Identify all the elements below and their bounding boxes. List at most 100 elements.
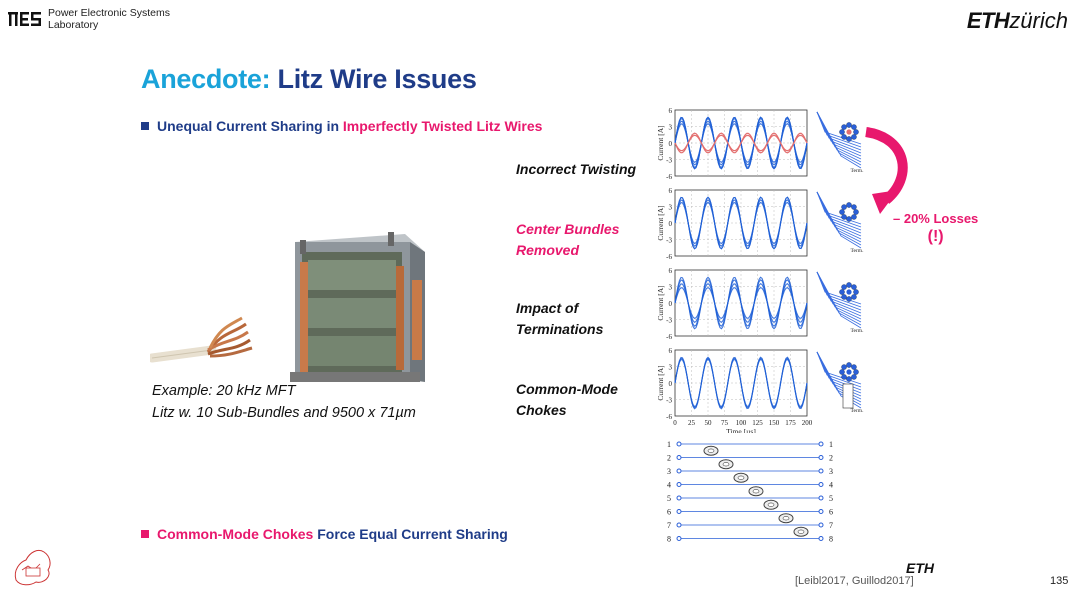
sub-bundle-icon bbox=[841, 294, 847, 300]
y-tick-label: -6 bbox=[666, 413, 672, 421]
terminal-icon bbox=[818, 468, 824, 474]
lab-name-line1: Power Electronic Systems bbox=[48, 7, 170, 19]
sub-bundle-icon bbox=[839, 129, 845, 135]
y-tick-label: -6 bbox=[666, 253, 672, 261]
choke-output-number: 7 bbox=[829, 521, 833, 530]
terminal-icon bbox=[818, 536, 824, 541]
sub-bundle-icon bbox=[839, 369, 845, 375]
x-tick-label: 125 bbox=[752, 419, 763, 427]
europe-map-logo-icon bbox=[14, 549, 51, 586]
y-tick-label: -6 bbox=[666, 333, 672, 341]
y-axis-label: Current [A] bbox=[656, 285, 665, 320]
terminal-icon bbox=[676, 441, 682, 447]
center-bundle-icon bbox=[846, 129, 852, 135]
sub-bundle-icon bbox=[851, 214, 857, 220]
losses-exclamation: (!) bbox=[927, 228, 944, 245]
losses-text: – 20% Losses bbox=[893, 211, 979, 226]
terminal-icon bbox=[676, 509, 682, 514]
choke-input-number: 5 bbox=[667, 494, 671, 503]
choke-core-hole bbox=[707, 448, 715, 453]
terminal-icon bbox=[818, 482, 824, 487]
termination-label: Term. bbox=[851, 408, 865, 414]
bullet-unequal-sharing: Unequal Current Sharing in Imperfectly T… bbox=[141, 118, 542, 134]
sub-bundle-icon bbox=[841, 134, 847, 140]
label-center-bundles-2: Removed bbox=[516, 242, 580, 258]
y-tick-label: 0 bbox=[669, 220, 673, 228]
y-tick-label: -3 bbox=[666, 317, 672, 325]
y-tick-label: 6 bbox=[669, 267, 673, 275]
title-main: Litz Wire Issues bbox=[277, 64, 477, 94]
y-tick-label: -6 bbox=[666, 173, 672, 181]
sub-bundle-icon bbox=[846, 216, 852, 222]
y-tick-label: 6 bbox=[669, 187, 673, 195]
sub-bundle-icon bbox=[839, 209, 845, 215]
bullet-square-icon bbox=[141, 122, 149, 130]
sub-bundle-icon bbox=[841, 204, 847, 210]
choke-output-number: 2 bbox=[829, 454, 833, 463]
y-tick-label: 6 bbox=[669, 108, 673, 115]
sub-bundle-icon bbox=[851, 364, 857, 370]
termination-label: Term. bbox=[851, 328, 865, 334]
slide-title: Anecdote: Litz Wire Issues bbox=[141, 64, 477, 95]
choke-core-hole bbox=[722, 462, 730, 467]
current-wave-red bbox=[674, 132, 808, 154]
y-tick-label: 3 bbox=[669, 204, 673, 212]
eth-logo-rest: zürich bbox=[1009, 8, 1068, 33]
x-axis-label: Time [µs] bbox=[726, 427, 756, 433]
choke-block-icon bbox=[842, 383, 854, 409]
sub-bundle-icon bbox=[841, 124, 847, 130]
pes-logo-icon bbox=[8, 12, 41, 26]
choke-input-number: 6 bbox=[667, 508, 671, 517]
y-tick-label: 3 bbox=[669, 284, 673, 292]
current-wave-blue bbox=[674, 356, 808, 410]
choke-input-number: 3 bbox=[667, 467, 671, 476]
sub-bundle-icon bbox=[841, 284, 847, 290]
center-bundle-icon bbox=[846, 289, 852, 295]
x-tick-label: 175 bbox=[785, 419, 796, 427]
sub-bundle-icon bbox=[851, 284, 857, 290]
footer-eth-logo: ETH bbox=[906, 560, 934, 576]
label-terminations: Impact of Terminations bbox=[516, 298, 603, 340]
sub-bundle-icon bbox=[853, 369, 859, 375]
sub-bundle-icon bbox=[841, 374, 847, 380]
sub-bundle-icon bbox=[841, 364, 847, 370]
eth-zurich-logo: ETHzürich bbox=[967, 8, 1068, 34]
bullet2-highlight: Common-Mode Chokes bbox=[157, 526, 314, 542]
mft-transformer-icon bbox=[290, 232, 425, 382]
terminal-icon bbox=[818, 441, 824, 447]
y-tick-label: 3 bbox=[669, 364, 673, 372]
y-tick-label: -3 bbox=[666, 237, 672, 245]
sub-bundle-icon bbox=[853, 209, 859, 215]
x-tick-label: 0 bbox=[673, 419, 677, 427]
choke-output-number: 8 bbox=[829, 535, 833, 544]
sub-bundle-icon bbox=[851, 204, 857, 210]
terminal-icon bbox=[676, 536, 682, 541]
transformer-image bbox=[150, 232, 425, 382]
eth-logo-bold: ETH bbox=[966, 8, 1010, 33]
litz-strand-line bbox=[816, 271, 862, 329]
terminal-icon bbox=[676, 455, 682, 460]
termination-label: Term. bbox=[851, 168, 865, 174]
sub-bundle-icon bbox=[851, 374, 857, 380]
lab-name: Power Electronic Systems Laboratory bbox=[48, 7, 170, 31]
terminal-icon bbox=[818, 509, 824, 514]
label-common-mode: Common-Mode Chokes bbox=[516, 379, 618, 421]
choke-input-number: 2 bbox=[667, 454, 671, 463]
termination-label: Term. bbox=[851, 248, 865, 254]
sub-bundle-icon bbox=[841, 214, 847, 220]
choke-input-number: 1 bbox=[667, 440, 671, 449]
sub-bundle-icon bbox=[846, 282, 852, 288]
page-number: 135 bbox=[1050, 575, 1069, 587]
label-terminations-1: Impact of bbox=[516, 300, 579, 316]
choke-core-hole bbox=[752, 489, 760, 494]
choke-output-number: 1 bbox=[829, 440, 833, 449]
caption-line1: Example: 20 kHz MFT bbox=[152, 383, 296, 399]
choke-core-hole bbox=[782, 516, 790, 521]
litz-strand-line bbox=[816, 191, 862, 249]
terminal-icon bbox=[818, 495, 824, 501]
choke-output-number: 5 bbox=[829, 494, 833, 503]
